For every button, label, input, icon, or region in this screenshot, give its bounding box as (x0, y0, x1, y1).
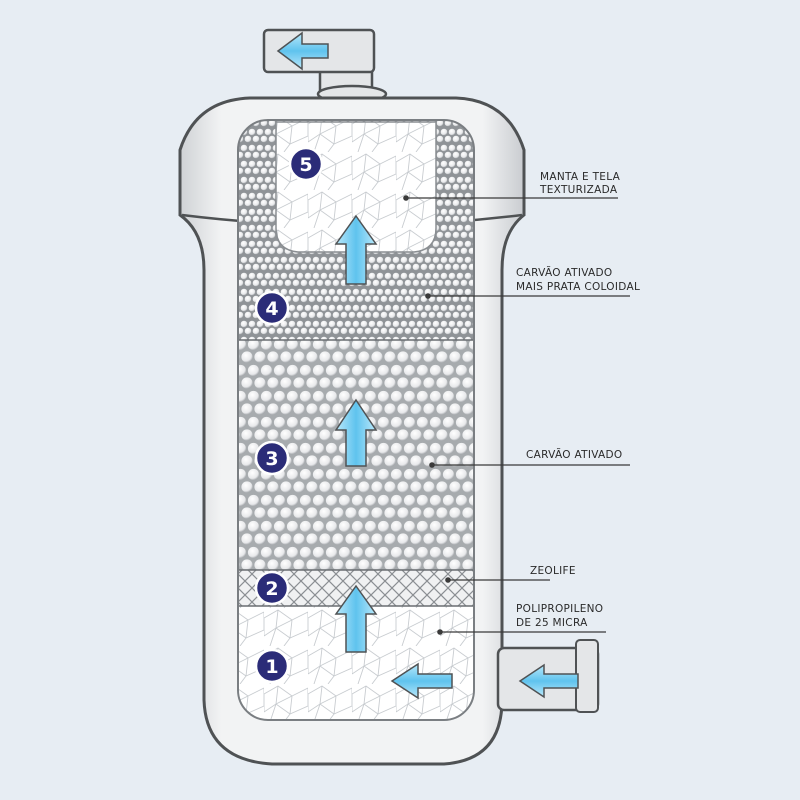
badge-number: 3 (265, 448, 278, 470)
label-line: ZEOLIFE (530, 565, 576, 577)
flow-arrow-up-3 (334, 398, 378, 467)
flow-arrow-up-5 (334, 214, 378, 285)
label-line: MAIS PRATA COLOIDAL (516, 281, 640, 293)
badge-number: 5 (299, 154, 312, 176)
layer-badge-4: 4 (254, 290, 290, 326)
leader-lines (403, 195, 630, 635)
label-layer-3: CARVÃO ATIVADO (526, 448, 622, 461)
label-layer-5: MANTA E TELA TEXTURIZADA (539, 171, 621, 196)
layer-badge-3: 3 (254, 440, 290, 476)
layer-badge-5: 5 (288, 146, 324, 182)
label-layer-4: CARVÃO ATIVADO MAIS PRATA COLOIDAL (516, 266, 640, 293)
label-line: TEXTURIZADA (539, 184, 618, 196)
label-line: CARVÃO ATIVADO (526, 448, 622, 461)
flow-arrow-inlet (518, 663, 579, 699)
label-line: DE 25 MICRA (516, 617, 588, 629)
label-line: MANTA E TELA (540, 171, 621, 183)
layer-badge-1: 1 (254, 648, 290, 684)
badge-number: 4 (265, 298, 278, 320)
label-layer-2: ZEOLIFE (530, 565, 576, 577)
flow-arrow-inlet-inside (390, 662, 453, 700)
label-line: POLIPROPILENO (516, 603, 603, 615)
layer-badge-2: 2 (254, 570, 290, 606)
label-line: CARVÃO ATIVADO (516, 266, 612, 279)
media-column-outline (237, 119, 475, 721)
flow-arrow-outlet (276, 31, 329, 71)
badge-number: 1 (265, 656, 278, 678)
flow-arrow-up-2 (334, 584, 378, 653)
badge-number: 2 (265, 578, 278, 600)
label-layer-1: POLIPROPILENO DE 25 MICRA (516, 603, 603, 629)
